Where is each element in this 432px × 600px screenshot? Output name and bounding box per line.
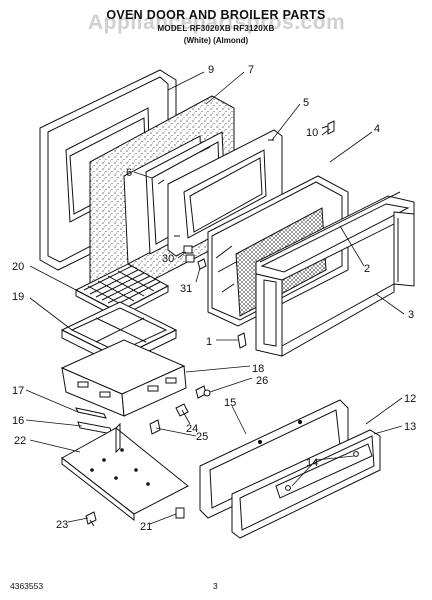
document-number: 4363553 [10, 581, 44, 591]
callout-12: 12 [404, 393, 416, 405]
callout-6: 6 [126, 167, 132, 179]
callout-30: 30 [162, 253, 174, 265]
callout-20: 20 [12, 261, 24, 273]
door-bumper [237, 332, 247, 349]
callout-19: 19 [12, 291, 24, 303]
door-trim-frame [255, 191, 415, 357]
page-number: 3 [213, 581, 218, 591]
callout-10: 10 [306, 127, 318, 139]
watermark: Appliancepartspros.com [88, 11, 346, 34]
drawer-bottom [61, 422, 189, 522]
leveling-leg [85, 511, 97, 527]
callout-26: 26 [256, 375, 268, 387]
hinge-clip [321, 120, 335, 135]
part-callouts: 9 7 5 10 4 6 2 3 20 30 31 19 1 18 26 17 … [12, 64, 416, 533]
callout-24: 24 [186, 423, 198, 435]
callout-5: 5 [303, 97, 309, 109]
drawer-clip [175, 507, 185, 519]
callout-9: 9 [208, 64, 214, 76]
variant-line: (White) (Almond) [183, 36, 249, 45]
glass-pack [167, 129, 283, 257]
callout-2: 2 [364, 263, 370, 275]
callout-18: 18 [252, 363, 264, 375]
callout-17: 17 [12, 385, 24, 397]
callout-15: 15 [224, 397, 236, 409]
callout-7: 7 [248, 64, 254, 76]
callout-4: 4 [374, 123, 380, 135]
callout-25: 25 [196, 431, 208, 443]
callout-3: 3 [408, 309, 414, 321]
callout-31: 31 [180, 283, 192, 295]
door-clips [183, 245, 207, 270]
callout-1: 1 [206, 336, 212, 348]
drawer-rails [75, 407, 113, 435]
broiler-drawer-liner [60, 339, 187, 417]
callout-14: 14 [306, 457, 318, 469]
callout-22: 22 [14, 435, 26, 447]
model-line: MODEL RF3020XB RF3120XB [157, 24, 275, 33]
callout-23: 23 [56, 519, 68, 531]
callout-16: 16 [12, 415, 24, 427]
callout-13: 13 [404, 421, 416, 433]
diagram-title: OVEN DOOR AND BROILER PARTS [106, 8, 326, 22]
callout-21: 21 [140, 521, 152, 533]
